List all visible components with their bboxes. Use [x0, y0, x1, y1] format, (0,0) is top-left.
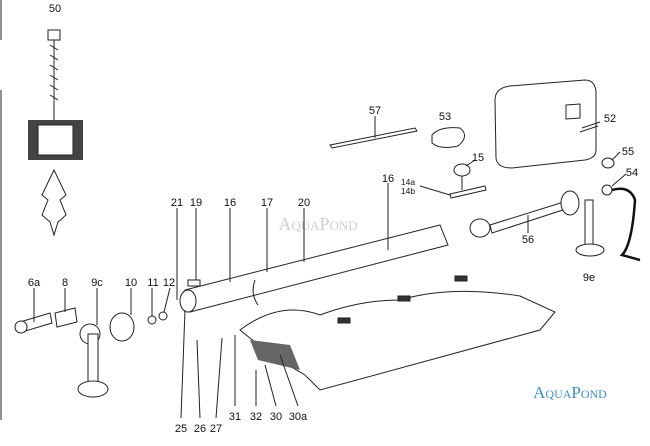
watermark-gray: AquaPond — [278, 214, 357, 234]
key-bar-part — [329, 127, 418, 149]
label-20: 20 — [298, 197, 310, 209]
label-52: 52 — [604, 113, 616, 125]
label-57: 57 — [369, 105, 381, 117]
label-55: 55 — [622, 146, 634, 158]
label-26: 26 — [194, 423, 206, 435]
label-12: 12 — [163, 277, 175, 289]
label-8: 8 — [62, 277, 68, 289]
label-11: 11 — [147, 277, 158, 289]
label-16-right: 16 — [382, 173, 394, 185]
roller-tube-part — [179, 224, 449, 313]
knob-rod-part — [449, 163, 487, 199]
label-54: 54 — [626, 167, 638, 179]
label-21: 21 — [171, 197, 183, 209]
remote-part — [431, 127, 465, 148]
label-9e: 9e — [583, 272, 595, 284]
label-56: 56 — [522, 234, 534, 246]
part-labels: 50 57 53 52 15 55 54 14a 14b 21 19 16 17… — [28, 3, 638, 435]
label-6a: 6a — [28, 277, 41, 289]
motor-tube-part — [469, 157, 641, 262]
label-50: 50 — [49, 3, 61, 15]
label-27: 27 — [210, 423, 222, 435]
label-25: 25 — [175, 423, 187, 435]
label-30a: 30a — [289, 411, 308, 423]
pool-cover-part — [239, 275, 556, 391]
label-53: 53 — [439, 111, 451, 123]
watermark-blue: AquaPond — [533, 383, 607, 402]
label-16: 16 — [224, 197, 236, 209]
label-15: 15 — [472, 152, 484, 164]
control-box-part — [494, 79, 599, 169]
label-9c: 9c — [91, 277, 103, 289]
label-30: 30 — [270, 411, 282, 423]
end-support-parts — [14, 307, 168, 398]
label-10: 10 — [125, 277, 137, 289]
label-31: 31 — [229, 411, 241, 423]
label-14b: 14b — [401, 186, 415, 196]
screw-anchor-part — [28, 29, 83, 237]
label-32: 32 — [250, 411, 262, 423]
label-19: 19 — [190, 197, 202, 209]
label-17: 17 — [261, 197, 273, 209]
label-14a: 14a — [401, 177, 415, 187]
leader-lines — [33, 116, 627, 419]
